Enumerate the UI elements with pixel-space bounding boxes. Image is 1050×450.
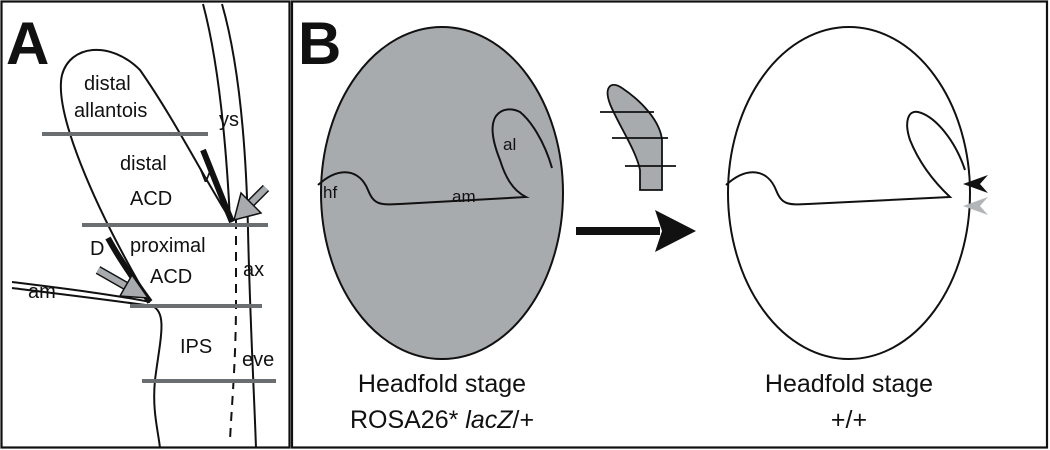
caption-left-line1: Headfold stage (358, 370, 526, 398)
right-embryo-ellipse (727, 26, 971, 360)
label-proximal-acd-2: ACD (150, 266, 192, 288)
label-distal-allantois-2: allantois (74, 100, 147, 122)
caption-left-line2-a: ROSA26* (350, 406, 465, 434)
label-proximal-acd-1: proximal (130, 235, 206, 257)
panel-b-letter: B (298, 10, 341, 77)
allantois-explant (600, 83, 676, 191)
label-v: V (199, 165, 213, 187)
caption-left-line2-tail: /+ (513, 406, 535, 434)
right-embryo-profile (725, 110, 966, 206)
label-eve: eve (242, 349, 274, 371)
label-ys: ys (219, 109, 239, 131)
panel-a: A distal allantois (0, 0, 291, 449)
panel-b: B al hf am Headfold stage ROSA26* lacZ/+… (290, 0, 1049, 449)
panel-a-border (0, 0, 291, 449)
caption-right-line2: +/+ (831, 406, 867, 434)
label-ips: IPS (180, 336, 212, 358)
label-al: al (503, 135, 516, 154)
yolk-sac-inner-line (202, 3, 231, 221)
caption-left-line2: ROSA26* lacZ/+ (350, 406, 534, 434)
gray-arrow-lower (95, 266, 150, 299)
caption-left-line2-italic: lacZ (465, 406, 513, 434)
label-distal-acd-2: ACD (130, 188, 172, 210)
gray-arrow-upper (232, 184, 270, 222)
axis-dashed-line (229, 220, 237, 441)
v-thick-segment (200, 148, 235, 224)
allantois-outline (60, 48, 233, 303)
label-distal-acd-1: distal (120, 153, 167, 175)
label-distal-allantois-1: distal (84, 73, 131, 95)
amnion-line-upper (11, 281, 151, 303)
label-d: D (90, 238, 104, 260)
black-arrowhead (963, 175, 988, 193)
left-embryo-profile (317, 108, 553, 206)
transfer-arrow (576, 210, 696, 252)
gray-arrowhead (963, 197, 988, 215)
left-embryo-ellipse (320, 26, 564, 360)
amnion-line-lower (11, 287, 163, 449)
label-hf: hf (323, 183, 337, 202)
panel-b-border (290, 0, 1049, 449)
yolk-sac-outer-line (221, 3, 257, 449)
caption-right-line1: Headfold stage (765, 370, 933, 398)
label-am-b: am (452, 187, 476, 206)
label-am: am (28, 281, 56, 303)
label-ax: ax (243, 259, 264, 281)
panel-a-letter: A (6, 10, 49, 77)
